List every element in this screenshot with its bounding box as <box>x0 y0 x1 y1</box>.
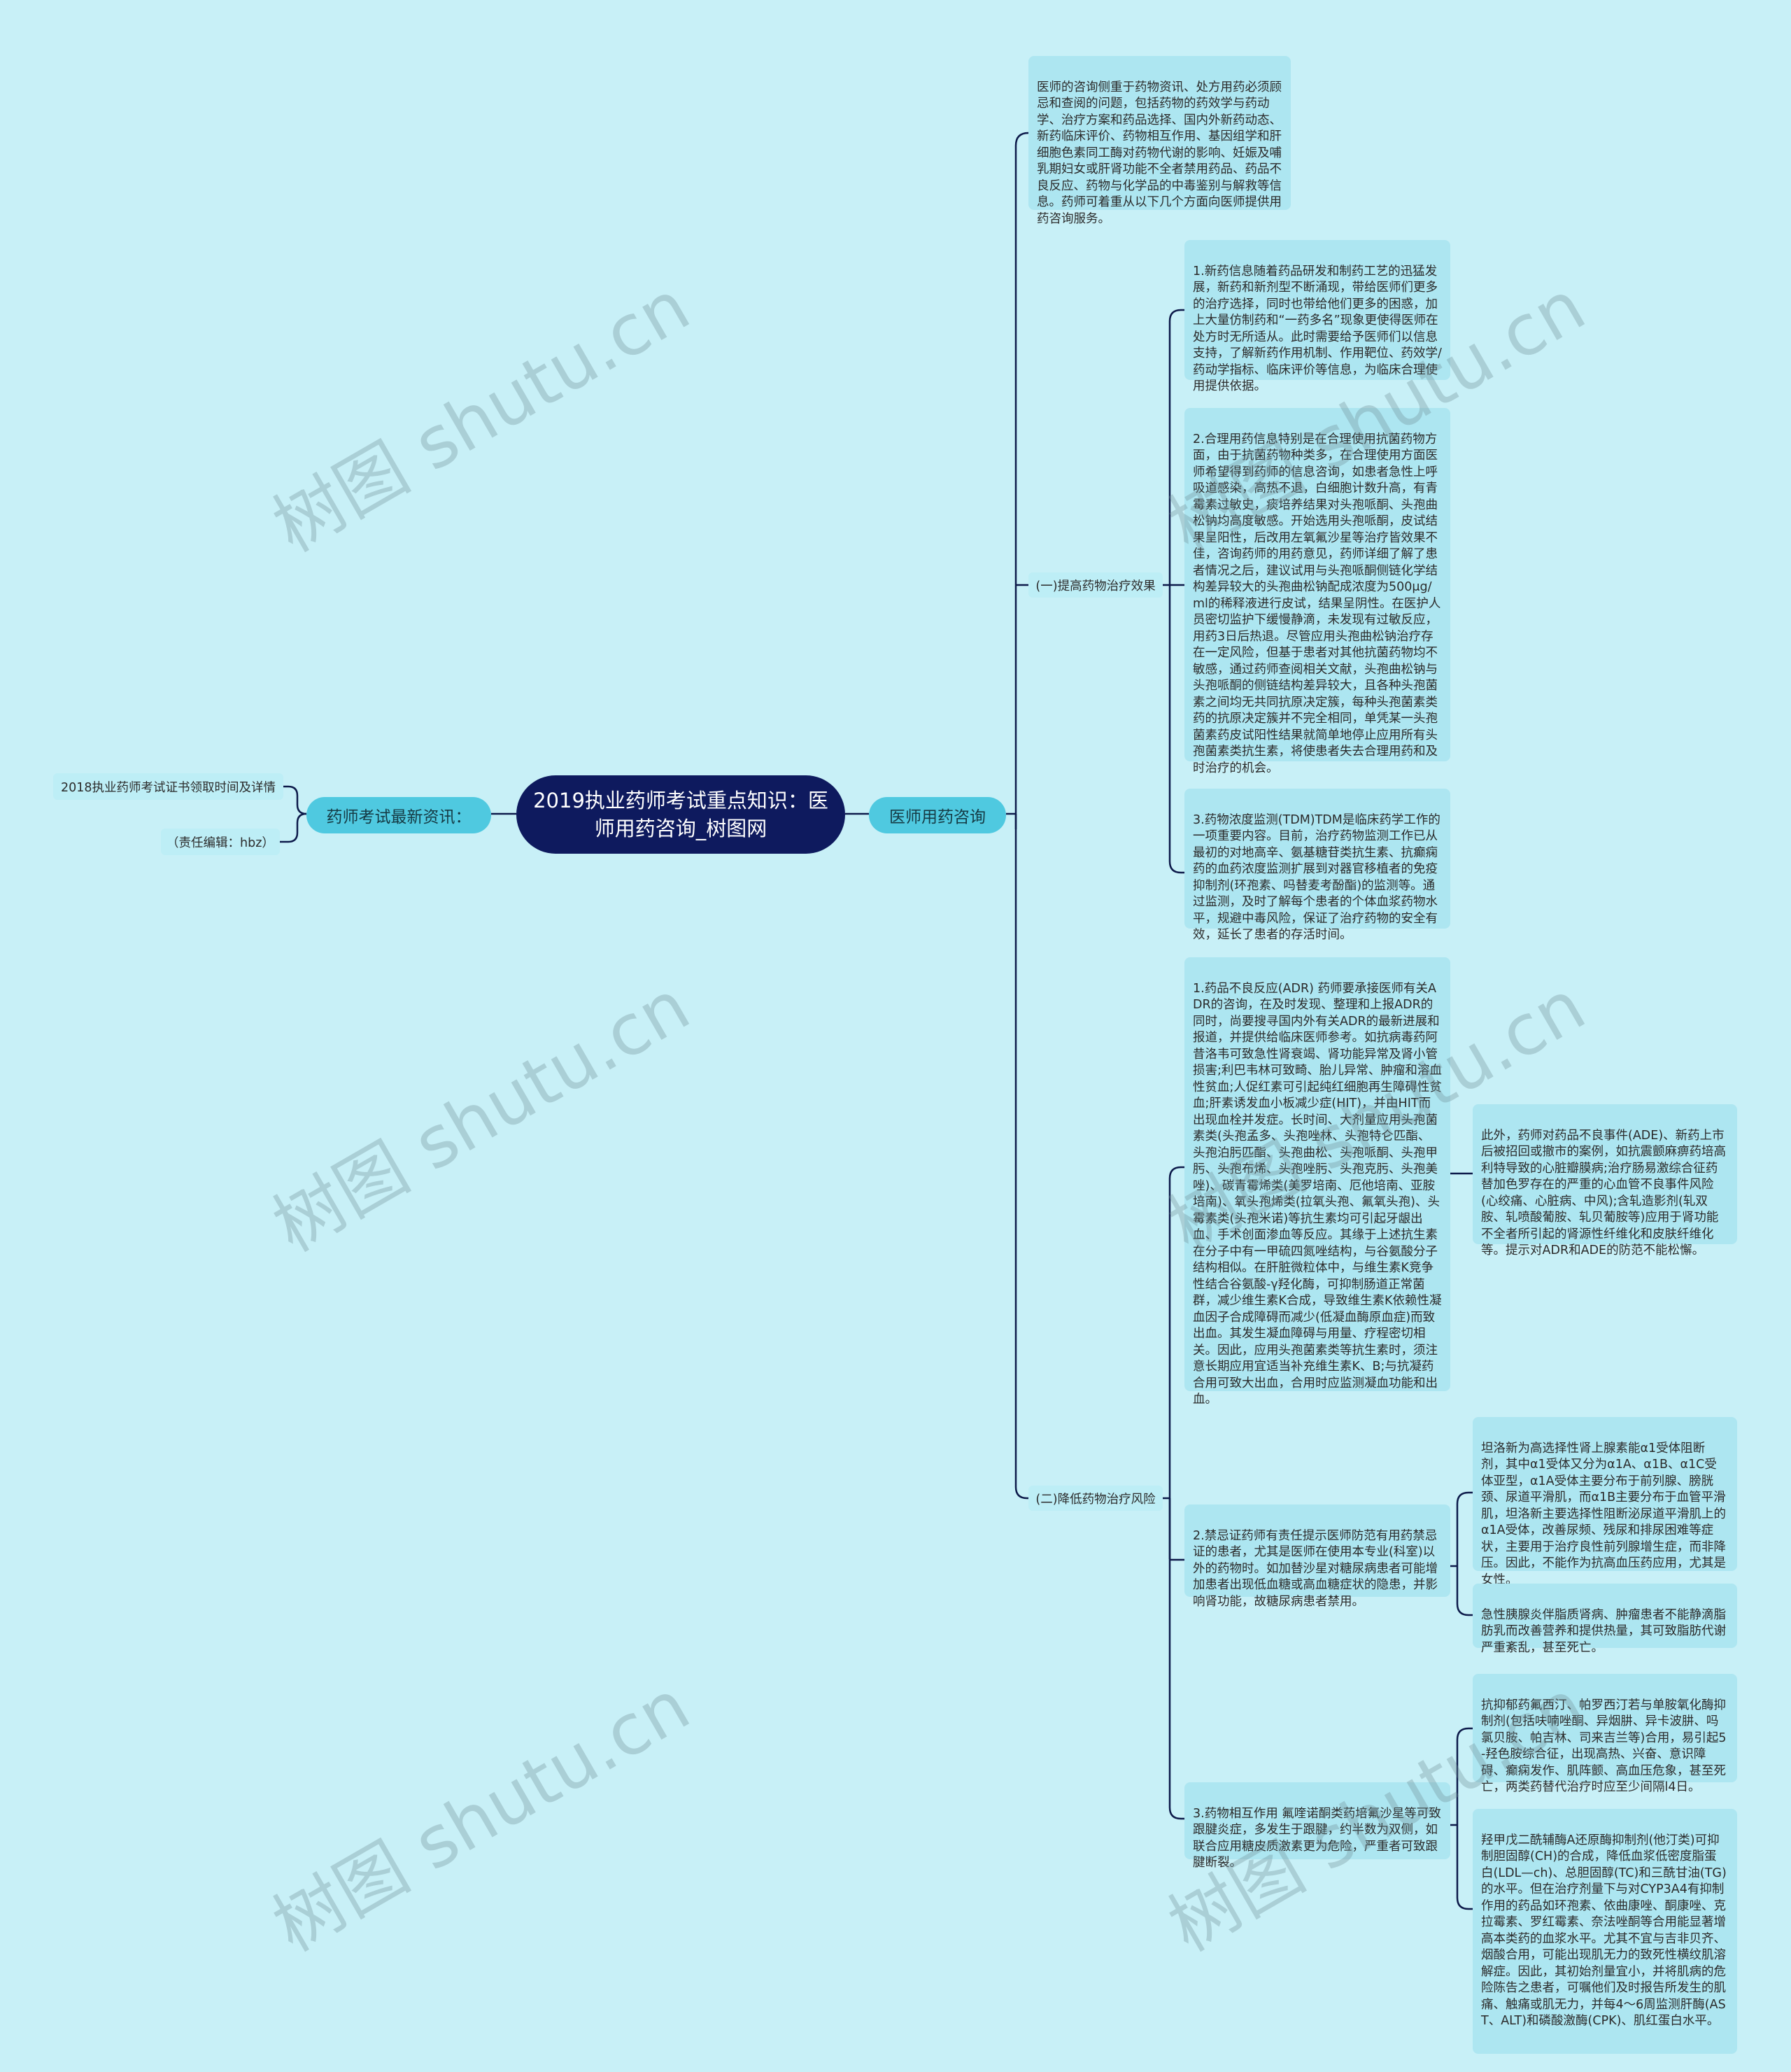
item-text: 2.合理用药信息特别是在合理使用抗菌药物方面，由于抗菌药物种类多，在合理使用方面… <box>1193 432 1441 775</box>
leaf-certificate-news[interactable]: 2018执业药师考试证书领取时间及详情 <box>53 773 283 800</box>
interaction-detail-statin[interactable]: 羟甲戊二酰辅酶A还原酶抑制剂(他汀类)可抑制胆固醇(CH)的合成，降低血浆低密度… <box>1473 1809 1737 2054</box>
interaction-detail-antidepressant[interactable]: 抗抑郁药氟西汀、帕罗西汀若与单胺氧化酶抑制剂(包括呋喃唑酮、异烟肼、异卡波肼、吗… <box>1473 1674 1737 1794</box>
leaf-label: 2018执业药师考试证书领取时间及详情 <box>60 780 276 795</box>
detail-text: 此外，药师对药品不良事件(ADE)、新药上市后被招回或撤市的案例，如抗震颤麻痹药… <box>1481 1128 1726 1258</box>
item-text: 3.药物浓度监测(TDM)TDM是临床药学工作的一项重要内容。目前，治疗药物监测… <box>1193 812 1440 943</box>
efficacy-item-rational-use[interactable]: 2.合理用药信息特别是在合理使用抗菌药物方面，由于抗菌药物种类多，在合理使用方面… <box>1184 408 1450 775</box>
item-text: 3.药物相互作用 氟喹诺酮类药培氟沙星等可致跟腱炎症，多发生于跟腱，约半数为双侧… <box>1193 1806 1441 1870</box>
branch-physician-consult[interactable]: 医师用药咨询 <box>869 797 1006 833</box>
detail-text: 抗抑郁药氟西汀、帕罗西汀若与单胺氧化酶抑制剂(包括呋喃唑酮、异烟肼、异卡波肼、吗… <box>1481 1698 1727 1795</box>
branch-label: 药师考试最新资讯： <box>326 808 472 826</box>
leaf-editor-credit[interactable]: （责任编辑：hbz） <box>161 829 280 855</box>
risk-item-adr[interactable]: 1.药品不良反应(ADR) 药师要承接医师有关ADR的咨询，在及时发现、整理和上… <box>1184 957 1450 1407</box>
efficacy-item-new-drug-info[interactable]: 1.新药信息随着药品研发和制药工艺的迅猛发展，新药和新剂型不断涌现，带给医师们更… <box>1184 240 1450 393</box>
efficacy-item-tdm[interactable]: 3.药物浓度监测(TDM)TDM是临床药学工作的一项重要内容。目前，治疗药物监测… <box>1184 789 1450 942</box>
leaf-label: （责任编辑：hbz） <box>167 836 274 850</box>
detail-text: 羟甲戊二酰辅酶A还原酶抑制剂(他汀类)可抑制胆固醇(CH)的合成，降低血浆低密度… <box>1481 1833 1727 2029</box>
adr-detail-box[interactable]: 此外，药师对药品不良事件(ADE)、新药上市后被招回或撤市的案例，如抗震颤麻痹药… <box>1473 1104 1737 1257</box>
item-text: 1.新药信息随着药品研发和制药工艺的迅猛发展，新药和新剂型不断涌现，带给医师们更… <box>1193 264 1442 394</box>
section-label: (一)提高药物治疗效果 <box>1035 579 1156 593</box>
item-text: 2.禁忌证药师有责任提示医师防范有用药禁忌证的患者，尤其是医师在使用本专业(科室… <box>1193 1528 1438 1609</box>
detail-text: 坦洛新为高选择性肾上腺素能α1受体阻断剂，其中α1受体又分为α1A、α1B、α1… <box>1481 1441 1726 1587</box>
branch-label: 医师用药咨询 <box>889 808 986 826</box>
contraindication-detail-tamsulosin[interactable]: 坦洛新为高选择性肾上腺素能α1受体阻断剂，其中α1受体又分为α1A、α1B、α1… <box>1473 1417 1737 1587</box>
detail-text: 急性胰腺炎伴脂质肾病、肿瘤患者不能静滴脂肪乳而改善营养和提供热量，其可致脂肪代谢… <box>1481 1607 1726 1655</box>
root-topic[interactable]: 2019执业药师考试重点知识：医师用药咨询_树图网 <box>516 775 845 854</box>
intro-text-box[interactable]: 医师的咨询侧重于药物资讯、处方用药必须顾忌和查阅的问题，包括药物的药效学与药动学… <box>1028 56 1291 226</box>
branch-pharmacist-news[interactable]: 药师考试最新资讯： <box>306 797 491 833</box>
root-title: 2019执业药师考试重点知识：医师用药咨询_树图网 <box>533 789 828 840</box>
section-improve-efficacy[interactable]: (一)提高药物治疗效果 <box>1028 572 1163 598</box>
item-text: 1.药品不良反应(ADR) 药师要承接医师有关ADR的咨询，在及时发现、整理和上… <box>1193 981 1442 1407</box>
risk-item-interaction[interactable]: 3.药物相互作用 氟喹诺酮类药培氟沙星等可致跟腱炎症，多发生于跟腱，约半数为双侧… <box>1184 1782 1450 1870</box>
risk-item-contraindication[interactable]: 2.禁忌证药师有责任提示医师防范有用药禁忌证的患者，尤其是医师在使用本专业(科室… <box>1184 1504 1450 1609</box>
section-reduce-risk[interactable]: (二)降低药物治疗风险 <box>1028 1486 1163 1511</box>
intro-text: 医师的咨询侧重于药物资讯、处方用药必须顾忌和查阅的问题，包括药物的药效学与药动学… <box>1037 80 1282 226</box>
contraindication-detail-pancreatitis[interactable]: 急性胰腺炎伴脂质肾病、肿瘤患者不能静滴脂肪乳而改善营养和提供热量，其可致脂肪代谢… <box>1473 1584 1737 1655</box>
section-label: (二)降低药物治疗风险 <box>1035 1492 1156 1507</box>
